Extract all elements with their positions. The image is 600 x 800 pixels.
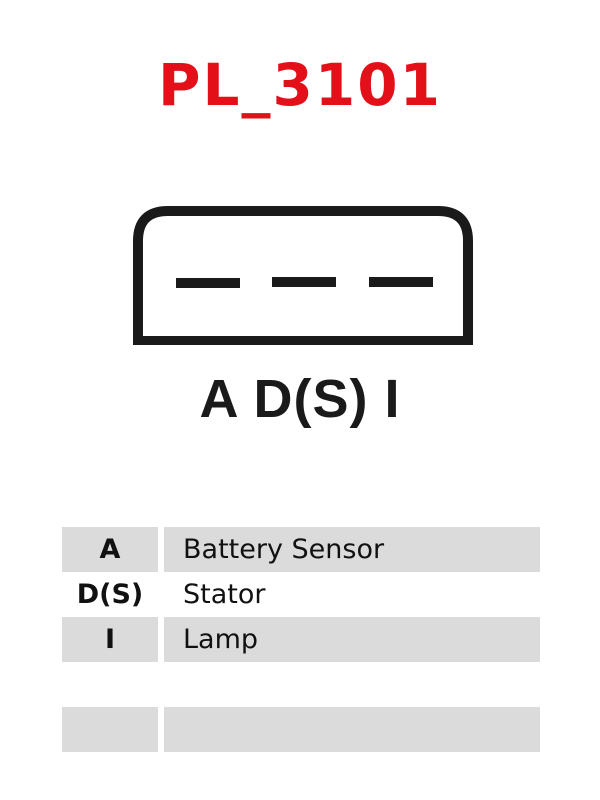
legend-value: Lamp <box>164 617 540 662</box>
legend-row <box>62 707 540 752</box>
pin-ds-icon <box>272 277 336 287</box>
legend-key: D(S) <box>76 579 144 610</box>
legend-value <box>164 662 540 707</box>
legend-row: D(S) Stator <box>62 572 540 617</box>
legend-key: A <box>62 527 158 572</box>
legend-value <box>164 707 540 752</box>
legend-key <box>62 662 158 707</box>
legend-row: I Lamp <box>62 617 540 662</box>
pin-i-icon <box>369 277 433 287</box>
legend-value: Stator <box>183 579 266 610</box>
part-number-title: PL_3101 <box>158 51 442 119</box>
legend-row: A Battery Sensor <box>62 527 540 572</box>
connector-pin-labels: A D(S) I <box>199 369 401 429</box>
legend-key: I <box>62 617 158 662</box>
pin-a-icon <box>176 278 240 288</box>
connector-plug-icon <box>133 206 473 345</box>
legend-row <box>62 662 540 707</box>
legend-value: Battery Sensor <box>164 527 540 572</box>
legend-key <box>62 707 158 752</box>
